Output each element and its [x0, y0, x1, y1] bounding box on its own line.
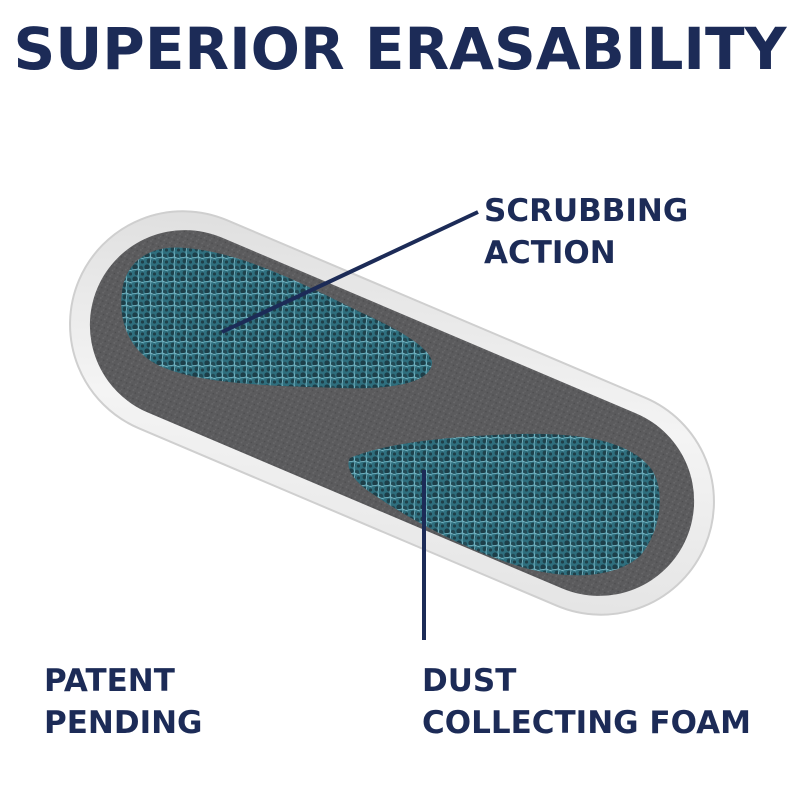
callout-scrubbing-line2: ACTION: [484, 235, 616, 271]
foam-upper-patch: [121, 247, 433, 389]
callout-patent-line2: PENDING: [44, 705, 203, 741]
callout-dust-line2: COLLECTING FOAM: [422, 705, 751, 741]
callout-dust-line1: DUST: [422, 663, 517, 699]
foam-lower-patch: [348, 433, 660, 576]
scrubbing-leader-line: [221, 210, 479, 334]
callout-scrubbing-line1: SCRUBBING: [484, 193, 689, 229]
callout-scrubbing-action: SCRUBBING ACTION: [484, 190, 688, 274]
callout-patent-line1: PATENT: [44, 663, 175, 699]
headline-title: SUPERIOR ERASABILITY: [13, 15, 787, 83]
callout-dust-collecting-foam: DUST COLLECTING FOAM: [422, 660, 751, 744]
callout-patent-pending: PATENT PENDING: [44, 660, 203, 744]
